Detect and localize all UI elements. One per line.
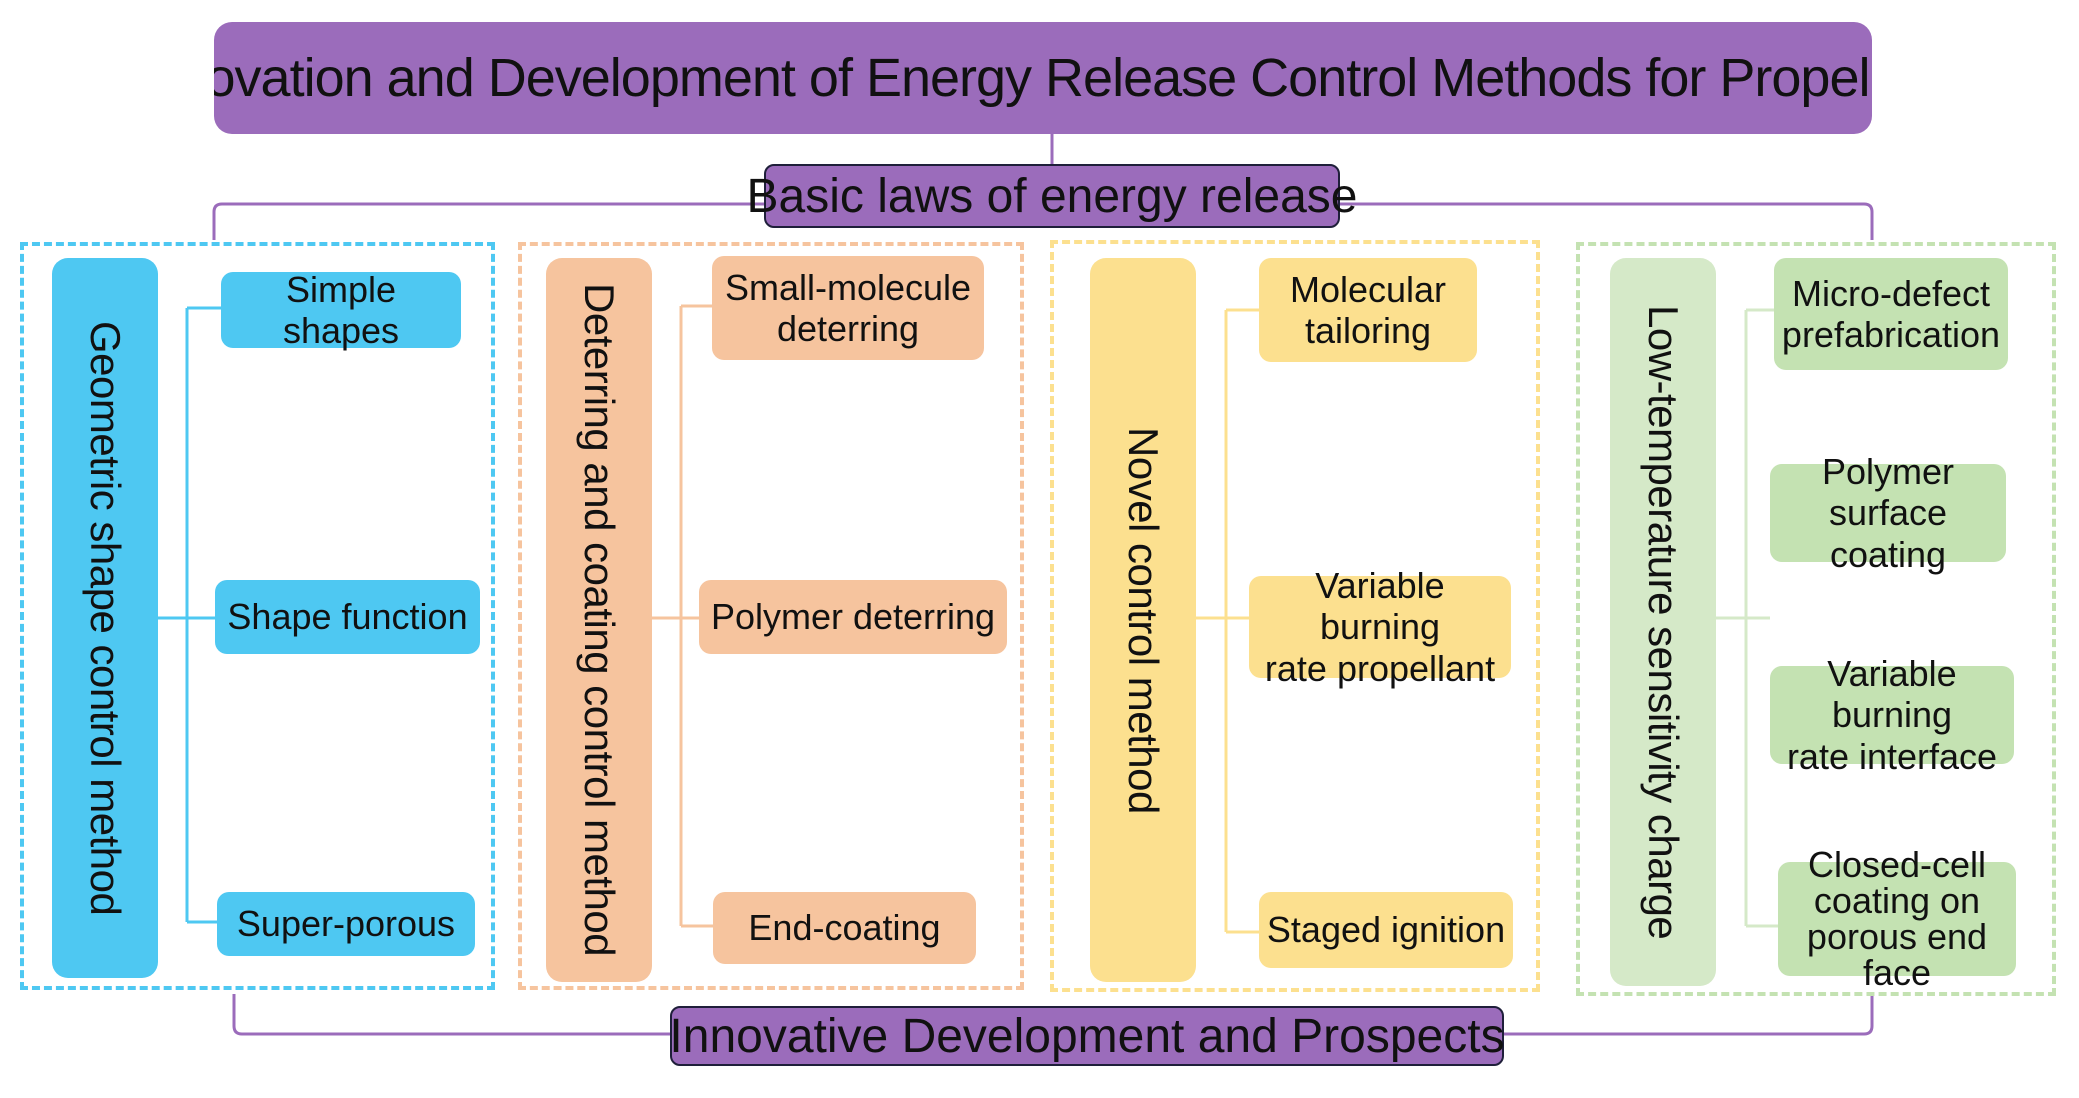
staged-ignition-box: Staged ignition <box>1259 892 1513 968</box>
geometric-panel <box>20 242 495 990</box>
orange-tree <box>652 304 713 928</box>
prospects-box: Innovative Development and Prospects <box>669 1006 1505 1066</box>
super-porous-box: Super-porous <box>217 892 475 956</box>
variable-burning-propellant-box: Variable burning rate propellant <box>1249 565 1511 689</box>
deterring-panel <box>518 242 1024 990</box>
diagram-title: Innovation and Development of Energy Rel… <box>214 22 1872 134</box>
shape-function-box: Shape function <box>215 580 480 654</box>
green-tree <box>1716 308 1778 928</box>
bottom-bracket <box>232 994 1874 1036</box>
top-bracket <box>212 202 1874 240</box>
novel-method-label: Novel control method <box>1090 258 1196 982</box>
basic-laws-box: Basic laws of energy release <box>747 164 1357 228</box>
micro-defect-box: Micro-defect prefabrication <box>1774 258 2008 370</box>
small-molecule-box: Small-molecule deterring <box>712 256 984 360</box>
geometric-method-label: Geometric shape control method <box>52 258 158 978</box>
blue-tree <box>158 306 221 924</box>
polymer-surface-box: Polymer surface coating <box>1770 451 2006 575</box>
low-temperature-panel <box>1576 242 2056 996</box>
simple-shapes-box: Simple shapes <box>221 269 461 351</box>
end-coating-box: End-coating <box>713 892 976 964</box>
yellow-tree <box>1196 308 1259 934</box>
novel-panel <box>1050 240 1540 992</box>
molecular-tailoring-box: Molecular tailoring <box>1259 258 1477 362</box>
deterring-method-label: Deterring and coating control method <box>546 258 652 982</box>
polymer-deterring-box: Polymer deterring <box>699 580 1007 654</box>
closed-cell-coating-box: Closed-cell coating on porous end face <box>1778 847 2016 991</box>
low-temperature-label: Low-temperature sensitivity charge <box>1610 258 1716 986</box>
variable-burning-interface-box: Variable burning rate interface <box>1770 653 2014 777</box>
